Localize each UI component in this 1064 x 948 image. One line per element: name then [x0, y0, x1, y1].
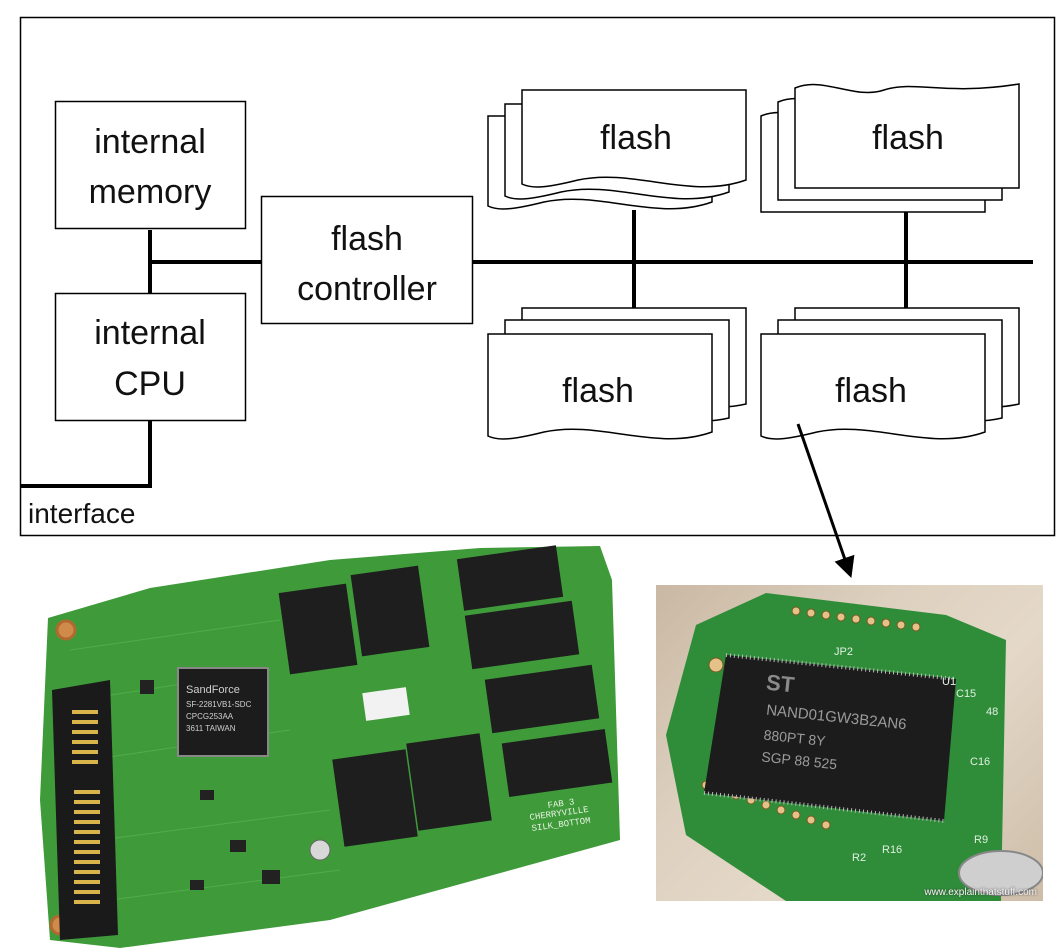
ssd-circuit-board-photo: SandForce SF-2281VB1-SDC CPCG253AA 3611 …	[0, 540, 630, 948]
nand-chip-line-2: 880PT 8Y	[763, 727, 827, 749]
nand-chip-illustration: ST NAND01GW3B2AN6 880PT 8Y SGP 88 525 JP…	[666, 593, 1043, 901]
nand-package	[484, 664, 600, 734]
board-label: JP2	[834, 646, 853, 658]
nand-package	[350, 565, 430, 657]
internal-cpu-block: internal CPU	[54, 292, 247, 422]
nand-package	[332, 749, 418, 847]
nand-package	[456, 545, 564, 611]
board-label: R2	[852, 852, 866, 864]
nand-chip-line-3: SGP 88 525	[761, 748, 838, 772]
flash-controller-line-2: controller	[297, 270, 437, 308]
crystal-oscillator	[958, 850, 1043, 896]
flash-stack-top-right: flash	[760, 83, 1020, 213]
board-label: R16	[882, 844, 902, 856]
board-label: C16	[970, 756, 990, 768]
flash-top-left-label: flash	[600, 119, 672, 157]
internal-memory-line-2: memory	[89, 173, 212, 211]
nand-package	[406, 733, 492, 831]
ssd-block-diagram: internal memory internal CPU flash contr…	[19, 16, 1056, 578]
flash-top-right-label: flash	[872, 119, 944, 157]
board-label: U1	[942, 676, 956, 688]
flash-stack-top-left: flash	[487, 89, 747, 210]
nand-package	[501, 729, 613, 797]
flash-bottom-right-label: flash	[835, 372, 907, 410]
controller-chip-line-1: SandForce	[186, 684, 240, 696]
nand-board-labels: JP2 C15 R9 C16 R2 R16 U1 48	[834, 646, 998, 864]
nand-package	[278, 583, 358, 675]
controller-chip-line-4: 3611 TAIWAN	[186, 724, 236, 733]
nand-chip-photo: ST NAND01GW3B2AN6 880PT 8Y SGP 88 525 JP…	[656, 585, 1043, 901]
flash-stack-bottom-right: flash	[760, 307, 1020, 440]
mounting-hole	[55, 619, 77, 641]
flash-bottom-left-label: flash	[562, 372, 634, 410]
svg-text:ST: ST	[765, 670, 796, 698]
controller-chip-line-2: SF-2281VB1-SDC	[186, 700, 252, 709]
nand-package	[464, 600, 580, 670]
internal-memory-block: internal memory	[54, 100, 247, 230]
internal-cpu-line-2: CPU	[114, 365, 186, 403]
board-label: 48	[986, 706, 998, 718]
board-label: R9	[974, 834, 988, 846]
nand-flash-chip: ST NAND01GW3B2AN6 880PT 8Y SGP 88 525	[703, 653, 957, 823]
internal-memory-line-1: internal	[94, 123, 206, 161]
flash-controller-block: flash controller	[260, 195, 474, 325]
ssd-board-illustration: SandForce SF-2281VB1-SDC CPCG253AA 3611 …	[40, 545, 620, 948]
zoom-arrow	[796, 423, 855, 578]
controller-chip-line-3: CPCG253AA	[186, 712, 234, 721]
interface-label: interface	[28, 498, 135, 529]
board-label: C15	[956, 688, 976, 700]
silk-line-1: FAB 3	[547, 797, 575, 811]
nand-packages	[278, 545, 613, 847]
small-components	[140, 680, 280, 890]
barcode-label	[362, 687, 410, 721]
flash-controller-line-1: flash	[331, 220, 403, 258]
sata-connector	[52, 680, 118, 940]
flash-stack-bottom-left: flash	[487, 307, 747, 440]
watermark: www.explainthatstuff.com	[924, 887, 1037, 898]
internal-cpu-line-1: internal	[94, 314, 206, 352]
sandforce-controller-chip: SandForce SF-2281VB1-SDC CPCG253AA 3611 …	[177, 667, 269, 757]
capacitor	[309, 839, 331, 861]
